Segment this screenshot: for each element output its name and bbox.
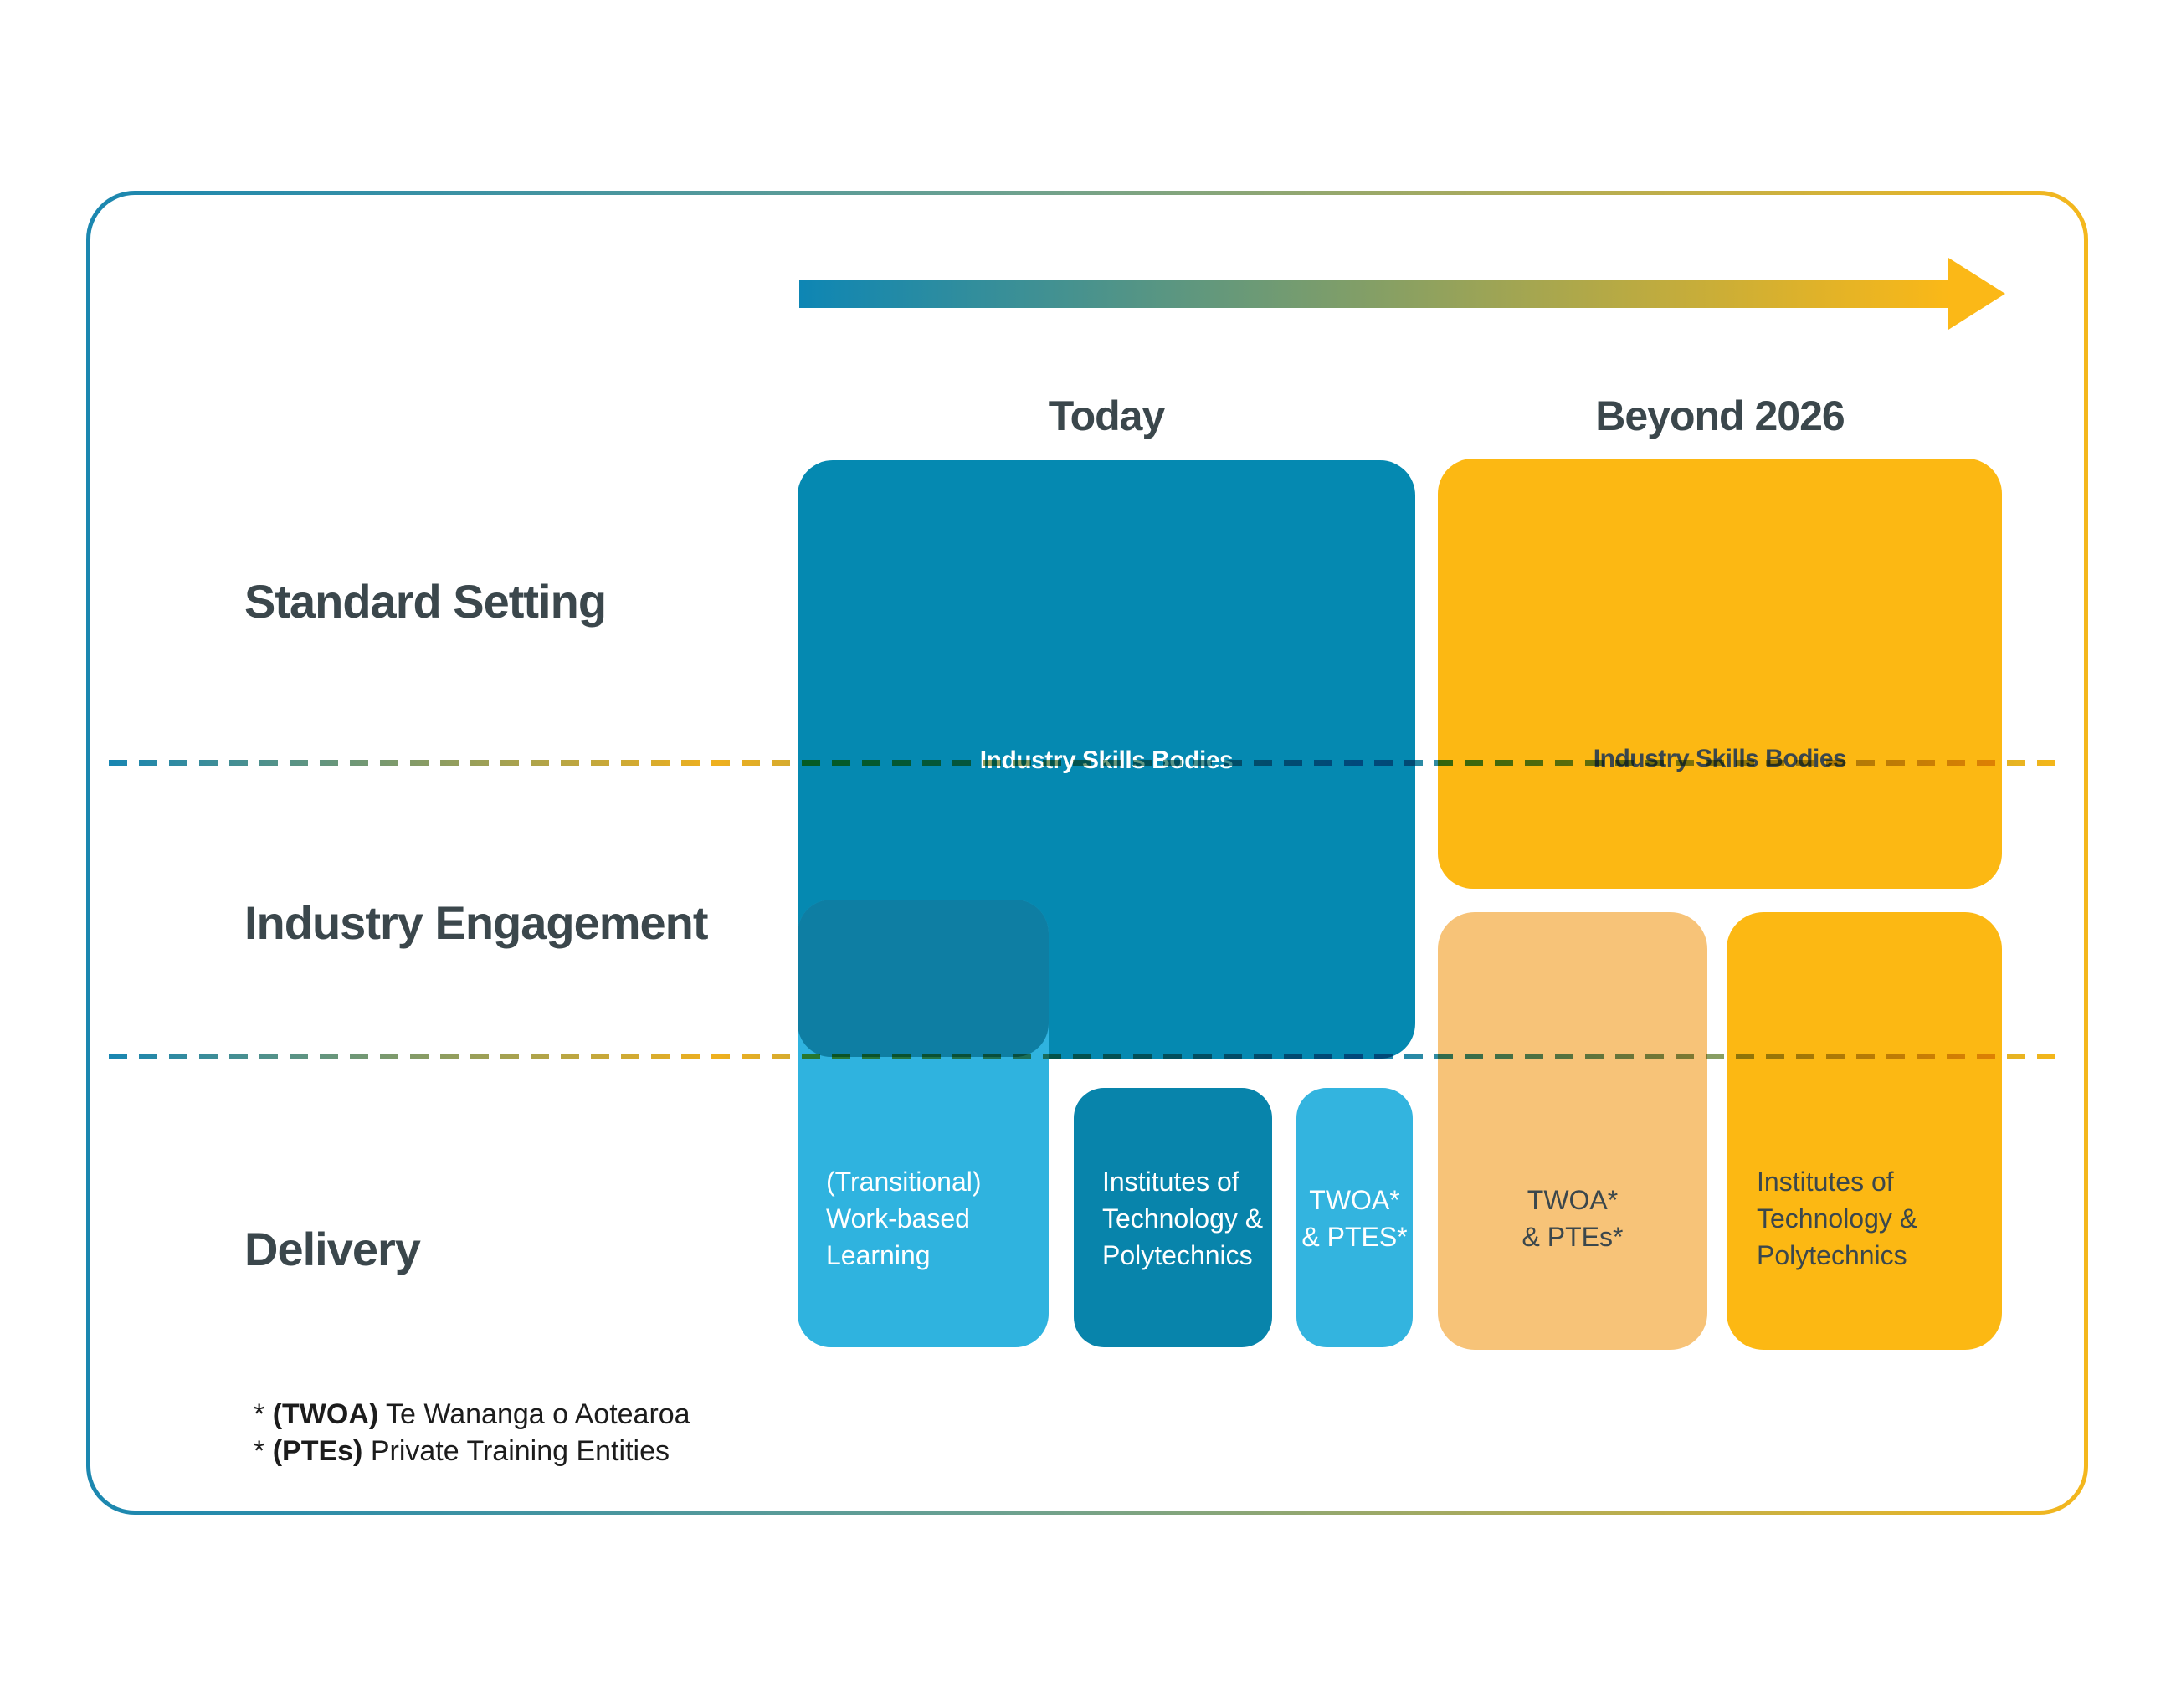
box-label: TWOA* & PTEs* <box>1438 1182 1707 1255</box>
footnote-abbr: (PTEs) <box>272 1435 363 1467</box>
box-label-line: (Transitional) <box>826 1167 982 1197</box>
footnote-star: * <box>254 1435 273 1467</box>
column-header-beyond: Beyond 2026 <box>1595 392 1845 439</box>
box-label-line: & PTEs* <box>1522 1222 1624 1252</box>
footnotes: * (TWOA) Te Wananga o Aotearoa * (PTEs) … <box>254 1396 690 1469</box>
box-label: Industry Skills Bodies <box>1593 745 1847 772</box>
box-label-line: Polytechnics <box>1102 1240 1253 1270</box>
footnote-text: Te Wananga o Aotearoa <box>378 1398 690 1430</box>
row-label-standard-setting: Standard Setting <box>244 575 607 628</box>
box-label-line: & PTES* <box>1301 1222 1408 1252</box>
box-twoa-ptes-today: TWOA* & PTES* <box>1296 1088 1413 1347</box>
box-label-line: TWOA* <box>1527 1185 1619 1215</box>
box-label: Institutes of Technology & Polytechnics <box>1757 1163 1917 1274</box>
box-label: TWOA* & PTES* <box>1296 1182 1413 1255</box>
box-label: Institutes of Technology & Polytechnics <box>1102 1163 1263 1274</box>
box-label-line: Technology & <box>1102 1203 1264 1234</box>
box-label-line: Polytechnics <box>1757 1240 1907 1270</box>
timeline-arrow-body <box>799 280 1950 308</box>
box-label-line: Work-based <box>826 1203 970 1234</box>
box-label-line: Institutes of <box>1102 1167 1239 1197</box>
row-label-industry-engagement: Industry Engagement <box>244 896 709 949</box>
box-industry-skills-bodies-beyond: Industry Skills Bodies <box>1438 459 2002 889</box>
box-label-line: Learning <box>826 1240 931 1270</box>
box-transitional-overlap-shade <box>798 900 1049 1057</box>
footnote-star: * <box>254 1398 273 1430</box>
footnote-twoa: * (TWOA) Te Wananga o Aotearoa <box>254 1396 690 1433</box>
row-label-delivery: Delivery <box>244 1223 421 1275</box>
dashed-divider-industry-delivery <box>109 1054 2066 1059</box>
box-label: (Transitional) Work-based Learning <box>826 1163 982 1274</box>
box-label-line: Technology & <box>1757 1203 1918 1234</box>
box-institutes-technology-polytechnics-today: Institutes of Technology & Polytechnics <box>1074 1088 1272 1347</box>
box-label-line: TWOA* <box>1309 1185 1400 1215</box>
footnote-text: Private Training Entities <box>362 1435 670 1467</box>
dashed-divider-standard-industry <box>109 760 2066 766</box>
column-header-today: Today <box>1048 392 1166 439</box>
box-institutes-technology-polytechnics-beyond: Institutes of Technology & Polytechnics <box>1727 912 2002 1350</box>
box-label-line: Institutes of <box>1757 1167 1894 1197</box>
footnote-abbr: (TWOA) <box>272 1398 379 1430</box>
box-twoa-ptes-beyond: TWOA* & PTEs* <box>1438 912 1707 1350</box>
timeline-arrow-right-icon <box>1948 258 2005 330</box>
footnote-ptes: * (PTEs) Private Training Entities <box>254 1433 690 1469</box>
